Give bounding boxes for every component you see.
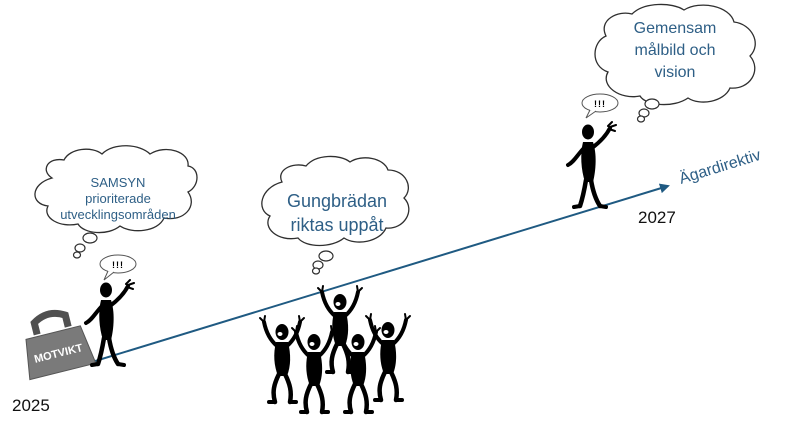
growth-arrow xyxy=(91,183,670,363)
cloud-bubble xyxy=(72,251,82,259)
arrow-label: Ägardirektiv xyxy=(677,146,763,188)
thought-cloud-gemensam: Gemensam målbild och vision xyxy=(594,3,756,123)
cloud-bubble xyxy=(318,250,334,262)
weight-handle xyxy=(30,309,72,336)
cloud-text-line: SAMSYN xyxy=(91,175,146,190)
thought-cloud-samsyn: SAMSYN prioriterade utvecklingsområden xyxy=(34,145,198,259)
cloud-text-line: målbild och xyxy=(635,41,716,59)
cloud-bubble xyxy=(82,232,98,244)
speech-bubble: !!! xyxy=(581,93,619,119)
stick-figure-cheering xyxy=(366,314,410,400)
cloud-bubble xyxy=(636,115,646,123)
cloud-text-line: utvecklingsområden xyxy=(60,207,176,222)
cloud-text-line: prioriterade xyxy=(85,191,151,206)
stick-figure-waving xyxy=(568,122,616,207)
cloud-shape xyxy=(34,145,198,234)
svg-text:!!!: !!! xyxy=(594,99,606,109)
cloud-bubble xyxy=(311,267,321,275)
cloud-shape xyxy=(594,3,756,106)
cloud-text-line: vision xyxy=(655,64,696,81)
cloud-text-line: Gemensam xyxy=(634,20,717,37)
motvikt-weight: MOTVIKT xyxy=(25,309,97,381)
year-start: 2025 xyxy=(12,396,50,415)
year-end: 2027 xyxy=(638,208,676,227)
svg-text:!!!: !!! xyxy=(112,260,124,270)
cloud-bubble xyxy=(74,243,86,253)
thought-cloud-gungbradan: Gungbrädan riktas uppåt xyxy=(261,155,410,275)
cheering-group xyxy=(260,286,410,412)
cloud-text-line: Gungbrädan xyxy=(287,191,387,211)
cloud-shape xyxy=(261,155,410,247)
speech-bubble: !!! xyxy=(99,254,137,281)
stick-figure-cheering xyxy=(292,326,336,412)
cloud-bubble xyxy=(644,98,660,110)
cloud-text-line: riktas uppåt xyxy=(290,215,383,235)
